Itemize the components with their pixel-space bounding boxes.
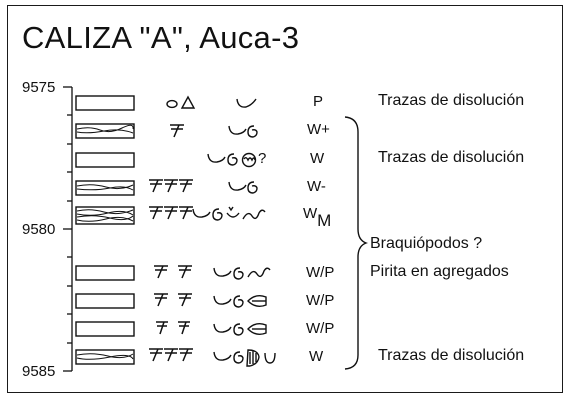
- coral-icon: [178, 321, 190, 335]
- coral-icon: [170, 124, 184, 138]
- shell-icon: [213, 351, 232, 361]
- gastropod-icon: [212, 208, 223, 221]
- note-text: Pirita en agregados: [370, 263, 509, 280]
- core-sample-box: [75, 265, 135, 281]
- shell-icon: [213, 323, 232, 333]
- coral-icon: [179, 179, 193, 193]
- note-text: Trazas de disolución: [378, 149, 525, 166]
- texture-code-main: WM: [303, 203, 331, 230]
- uncertain-mark: ?: [258, 150, 267, 167]
- coral-icon: [179, 348, 193, 362]
- depth-label-9575: 9575: [22, 79, 56, 96]
- fish-icon: [247, 322, 267, 336]
- gastropod-icon: [233, 267, 244, 280]
- cup-icon: [264, 352, 276, 364]
- brace-bracket: [344, 116, 368, 370]
- note-text: Trazas de disolución: [378, 347, 525, 364]
- texture-code: W/P: [306, 264, 335, 281]
- shell-icon: [228, 125, 247, 135]
- core-sample-box: [75, 95, 135, 111]
- texture-code: W: [310, 150, 325, 167]
- note-text: Trazas de disolución: [378, 92, 525, 109]
- coral-icon: [164, 206, 178, 220]
- shell-icon: [213, 295, 232, 305]
- gastropod-icon: [233, 323, 244, 336]
- ammonite-icon: [241, 152, 257, 168]
- worm-icon: [242, 209, 266, 220]
- core-sample-box: [75, 321, 135, 337]
- depth-label-9580: 9580: [22, 221, 56, 238]
- texture-code-text: W: [303, 205, 318, 222]
- gastropod-icon: [247, 125, 258, 138]
- texture-code: W-: [307, 178, 326, 195]
- triangle-icon: [180, 95, 196, 109]
- fish-icon: [247, 294, 267, 308]
- coral-icon: [178, 293, 192, 307]
- brachiopod-icon: [226, 206, 240, 218]
- coral-icon: [149, 179, 163, 193]
- coral-icon: [164, 179, 178, 193]
- coral-icon: [154, 293, 168, 307]
- worm-icon: [247, 267, 271, 278]
- shell-icon: [228, 181, 247, 191]
- dissolution-traces: [76, 124, 134, 360]
- shell-icon: [192, 208, 211, 218]
- coral-icon: [178, 265, 192, 279]
- coral-icon: [164, 348, 178, 362]
- core-sample-box: [75, 293, 135, 309]
- texture-code: W/P: [306, 320, 335, 337]
- core-sample-box: [75, 152, 135, 168]
- texture-code: W+: [307, 121, 330, 138]
- gastropod-icon: [233, 351, 244, 364]
- shell-icon: [213, 267, 232, 277]
- coral-icon: [179, 206, 193, 220]
- shell-icon: [207, 153, 226, 163]
- coral-icon: [149, 348, 163, 362]
- gastropod-icon: [233, 295, 244, 308]
- shell-icon: [236, 98, 257, 108]
- fan-shell-icon: [246, 349, 260, 367]
- texture-code: W/P: [306, 292, 335, 309]
- bivalve-icon: [166, 99, 178, 109]
- depth-axis: [63, 86, 73, 372]
- gastropod-icon: [227, 153, 238, 166]
- texture-code: W: [309, 348, 324, 365]
- figure-frame: [7, 5, 563, 393]
- gastropod-icon: [247, 181, 258, 194]
- coral-icon: [149, 206, 163, 220]
- figure-title: CALIZA "A", Auca-3: [22, 20, 300, 55]
- texture-code-subscript: M: [317, 211, 332, 230]
- texture-code: P: [313, 93, 324, 110]
- coral-icon: [154, 265, 168, 279]
- depth-label-9585: 9585: [22, 363, 56, 380]
- note-text: Braquiópodos ?: [370, 235, 483, 252]
- coral-icon: [156, 321, 168, 335]
